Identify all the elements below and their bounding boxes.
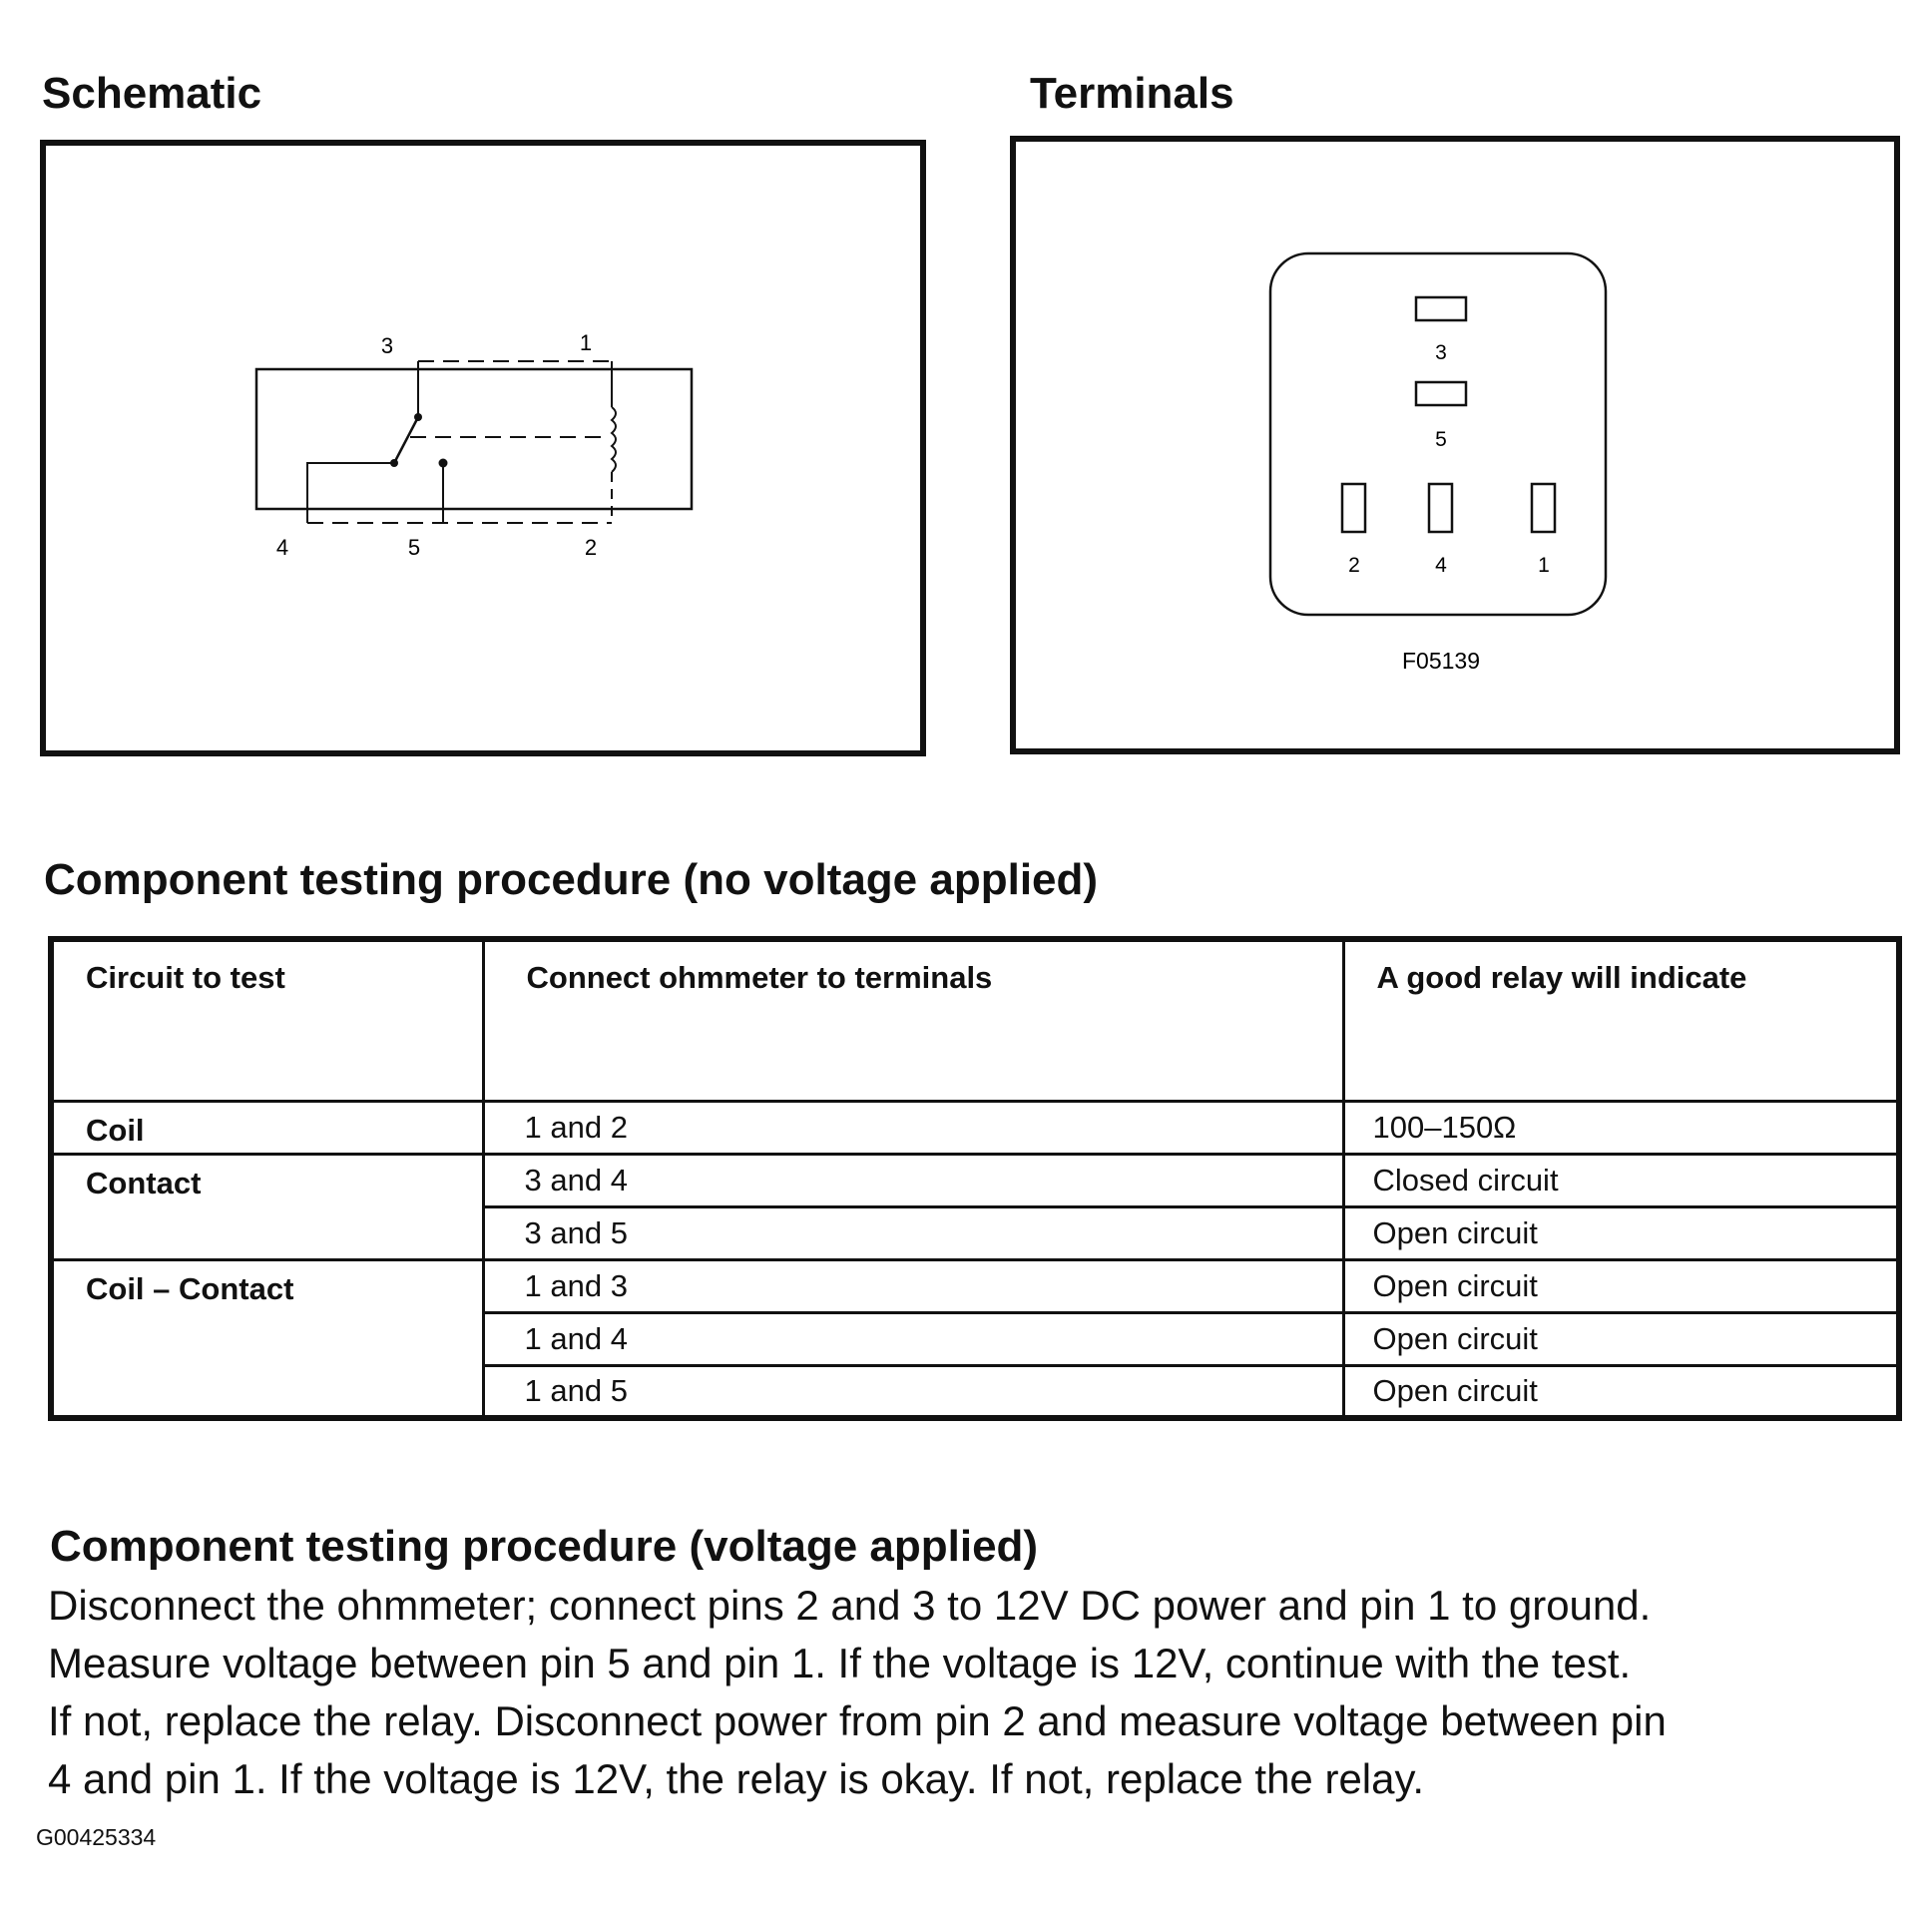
terminals-cell: 1 and 4 [481, 1310, 1345, 1367]
terminals-panel: 3 5 2 4 1 F05139 [1010, 136, 1900, 754]
terminals-cell: 3 and 4 [481, 1152, 1345, 1208]
instruction-line: Disconnect the ohmmeter; connect pins 2 … [48, 1582, 1652, 1629]
terminal-label-5: 5 [408, 535, 420, 560]
result-cell: Open circuit [1341, 1310, 1901, 1367]
table-row: 1 and 5 Open circuit [51, 1363, 1901, 1420]
pin-label-2: 2 [1348, 554, 1360, 577]
pin-5 [1414, 380, 1468, 407]
result-cell: 100–150Ω [1341, 1099, 1901, 1156]
instruction-line: 4 and pin 1. If the voltage is 12V, the … [48, 1755, 1425, 1802]
pin-label-5: 5 [1435, 428, 1447, 451]
circuit-coil-contact: Coil – Contact [49, 1257, 485, 1420]
pin-label-1: 1 [1538, 554, 1550, 577]
terminals-title: Terminals [1030, 69, 1234, 118]
terminals-cell: 1 and 2 [481, 1099, 1345, 1156]
table-row: Coil – Contact 1 and 3 Open circuit [49, 1257, 1901, 1420]
pin-1 [1530, 482, 1557, 534]
figure-id: G00425334 [36, 1824, 157, 1850]
header-terminals: Connect ohmmeter to terminals [481, 937, 1345, 1103]
wire-pin4 [306, 462, 394, 523]
no-voltage-title: Component testing procedure (no voltage … [44, 855, 1099, 904]
terminals-cell: 3 and 5 [481, 1204, 1345, 1261]
table-header-row: Circuit to test Connect ohmmeter to term… [49, 937, 1901, 1103]
table-row: Coil 1 and 2 100–150Ω [49, 1099, 1901, 1156]
figure-code: F05139 [1402, 648, 1480, 674]
table-row: 3 and 5 Open circuit [51, 1204, 1901, 1261]
header-circuit: Circuit to test [49, 937, 485, 1103]
result-cell: Open circuit [1341, 1257, 1901, 1314]
instruction-line: Measure voltage between pin 5 and pin 1.… [48, 1640, 1632, 1686]
switch-arm [392, 416, 420, 464]
test-table: Circuit to test Connect ohmmeter to term… [48, 936, 1902, 1421]
pin-4 [1427, 482, 1454, 534]
result-cell: Open circuit [1341, 1204, 1901, 1261]
coil-symbol [610, 406, 617, 473]
circuit-contact: Contact [49, 1152, 485, 1261]
relay-body [254, 367, 694, 511]
pin-2 [1340, 482, 1367, 534]
pin-3 [1414, 295, 1468, 322]
pin-label-3: 3 [1435, 341, 1447, 364]
relay-schematic: 3 1 4 5 2 [254, 330, 694, 560]
terminal-label-4: 4 [276, 535, 288, 560]
pin-label-4: 4 [1435, 554, 1447, 577]
terminals-cell: 1 and 3 [481, 1257, 1345, 1314]
terminal-label-3: 3 [381, 333, 393, 358]
header-result: A good relay will indicate [1341, 937, 1901, 1103]
circuit-coil: Coil [49, 1099, 485, 1156]
voltage-instructions: Disconnect the ohmmeter; connect pins 2 … [48, 1577, 1904, 1808]
voltage-title: Component testing procedure (voltage app… [50, 1522, 1039, 1571]
terminals-cell: 1 and 5 [481, 1363, 1345, 1420]
relay-terminals: 3 5 2 4 1 F05139 [1268, 251, 1608, 674]
instruction-line: If not, replace the relay. Disconnect po… [48, 1697, 1667, 1744]
terminal-label-2: 2 [585, 535, 597, 560]
schematic-panel: 3 1 4 5 2 [40, 140, 926, 756]
table-row: Contact 3 and 4 Closed circuit [49, 1152, 1901, 1261]
relay-base-outline [1268, 251, 1608, 617]
terminal-label-1: 1 [580, 330, 592, 355]
result-cell: Open circuit [1341, 1363, 1901, 1420]
result-cell: Closed circuit [1341, 1152, 1901, 1208]
schematic-title: Schematic [42, 69, 262, 118]
table-row: 1 and 4 Open circuit [51, 1310, 1901, 1367]
